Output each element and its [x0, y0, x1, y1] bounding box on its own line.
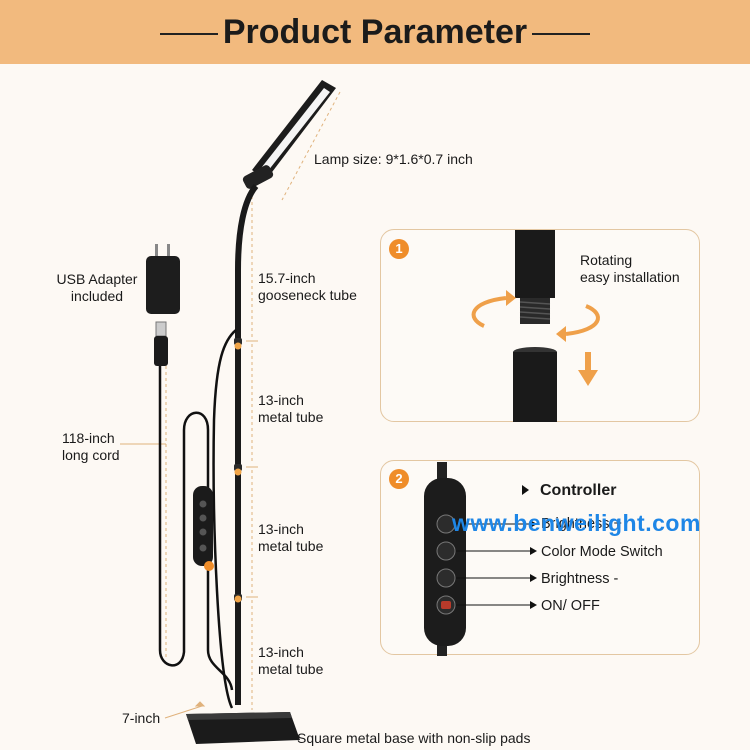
inline-controller — [193, 486, 214, 571]
tube-1-label: 13-inch metal tube — [258, 392, 324, 425]
watermark-url: www.benweilight.com — [452, 510, 701, 536]
controller-item-brightness-down: Brightness - — [541, 571, 619, 587]
tube-2-label: 13-inch metal tube — [258, 521, 324, 554]
cord-label: 118-inch long cord — [62, 430, 120, 463]
controller-item-on-off: ON/ OFF — [541, 598, 600, 614]
step-badge-2: 2 — [389, 469, 409, 489]
rotate-arrows — [471, 296, 600, 336]
base-label: Square metal base with non-slip pads — [297, 730, 531, 746]
controller-item-color-mode: Color Mode Switch — [541, 544, 663, 560]
tube-3-label: 13-inch metal tube — [258, 644, 324, 677]
lamp-size-label: Lamp size: 9*1.6*0.7 inch — [314, 151, 473, 167]
rotating-text: Rotating easy installation — [580, 252, 680, 285]
power-cord — [158, 366, 234, 691]
rotate-arrowheads — [506, 290, 598, 386]
page-title: Product Parameter — [222, 13, 528, 51]
joint-markers — [234, 342, 242, 603]
controller-remote — [424, 462, 466, 656]
lamp-base — [186, 712, 300, 744]
usb-adapter — [146, 244, 180, 314]
title-line-left — [160, 33, 218, 35]
title-line-right — [532, 33, 590, 35]
lamp-head — [242, 80, 336, 189]
usb-plug — [154, 321, 168, 366]
controller-title: Controller — [540, 482, 617, 499]
step-badge-1: 1 — [389, 239, 409, 259]
header-banner: Product Parameter — [0, 0, 750, 64]
rotating-tubes — [513, 230, 557, 422]
power-cord-upper — [212, 329, 237, 709]
base-width-label: 7-inch — [122, 710, 161, 726]
lamp-pole — [235, 184, 259, 705]
gooseneck-label: 15.7-inch gooseneck tube — [258, 270, 357, 303]
usb-adapter-label: USB Adapter included — [56, 271, 138, 304]
dimension-lines — [165, 91, 341, 710]
controller-item-brightness-up: Brightness + — [541, 516, 623, 532]
controller-pointer-arrows — [522, 485, 537, 609]
controller-pointer-lines — [456, 523, 530, 606]
dimension-arrows — [120, 340, 258, 719]
